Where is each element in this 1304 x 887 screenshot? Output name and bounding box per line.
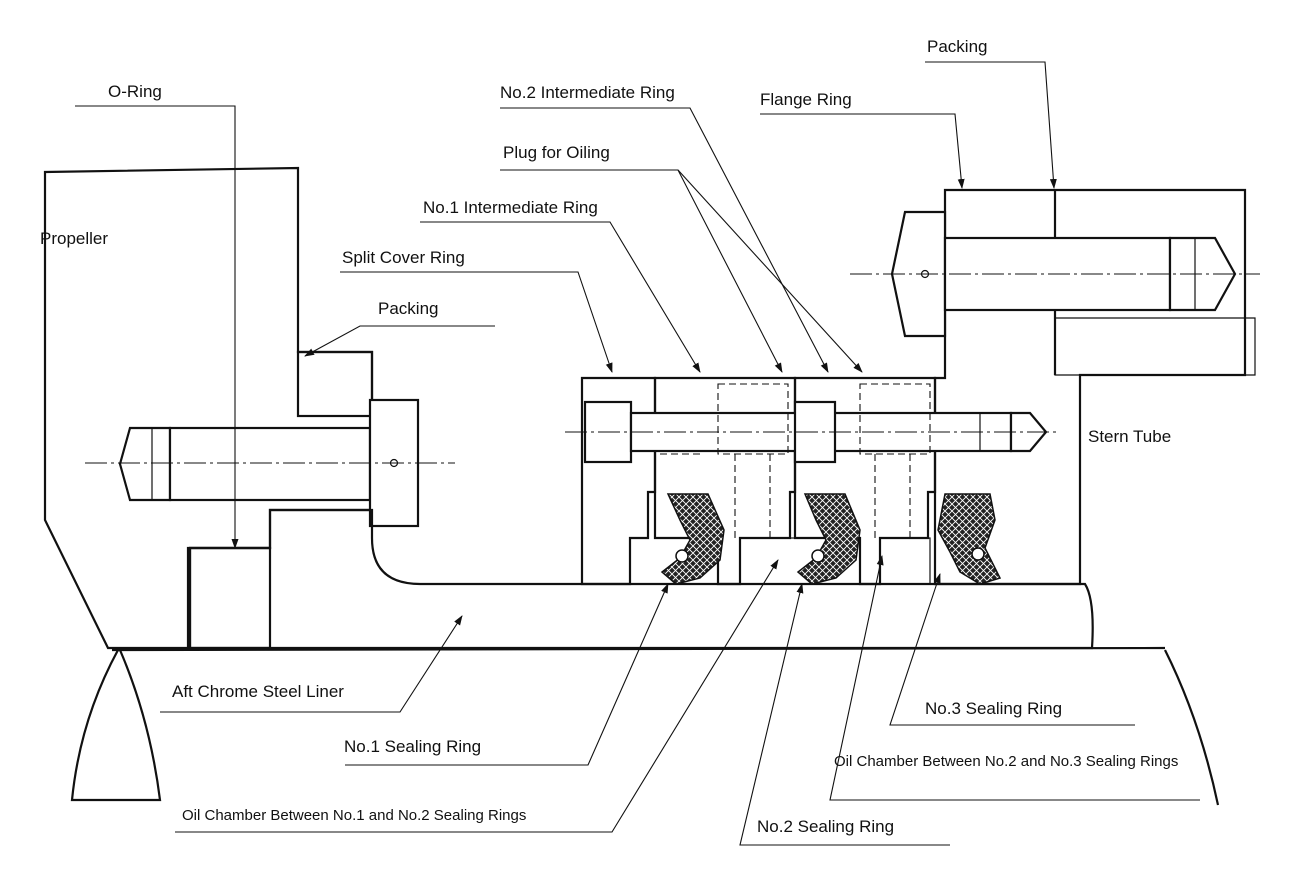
shaft-line	[111, 646, 1166, 652]
label-oil-chamber-2-3: Oil Chamber Between No.2 and No.3 Sealin…	[834, 753, 1178, 770]
o-ring-part	[186, 546, 272, 650]
no1-sealing-ring-part	[660, 493, 725, 585]
label-packing-left: Packing	[378, 299, 438, 318]
label-no1-intermediate-ring: No.1 Intermediate Ring	[423, 198, 598, 217]
label-o-ring: O-Ring	[108, 82, 162, 101]
label-no2-sealing-ring: No.2 Sealing Ring	[757, 817, 894, 836]
packing-left-part	[296, 350, 374, 418]
label-plug-for-oiling: Plug for Oiling	[503, 143, 610, 162]
label-no1-sealing-ring: No.1 Sealing Ring	[344, 737, 481, 756]
label-aft-chrome-steel-liner: Aft Chrome Steel Liner	[172, 682, 344, 701]
no2-sealing-ring-part	[796, 493, 861, 585]
oil-chamber-2-3	[879, 537, 931, 585]
oil-passages	[660, 453, 911, 538]
label-no3-sealing-ring: No.3 Sealing Ring	[925, 699, 1062, 718]
no3-sealing-ring-part	[937, 493, 1002, 585]
label-flange-ring: Flange Ring	[760, 90, 852, 109]
label-oil-chamber-1-2: Oil Chamber Between No.1 and No.2 Sealin…	[182, 807, 526, 824]
label-stern-tube: Stern Tube	[1088, 427, 1171, 446]
leader-lines	[75, 61, 1200, 846]
label-packing-right: Packing	[927, 37, 987, 56]
label-split-cover-ring: Split Cover Ring	[342, 248, 465, 267]
shaft-edge-right	[1164, 649, 1220, 806]
label-no2-intermediate-ring: No.2 Intermediate Ring	[500, 83, 675, 102]
label-propeller: Propeller	[40, 229, 108, 248]
